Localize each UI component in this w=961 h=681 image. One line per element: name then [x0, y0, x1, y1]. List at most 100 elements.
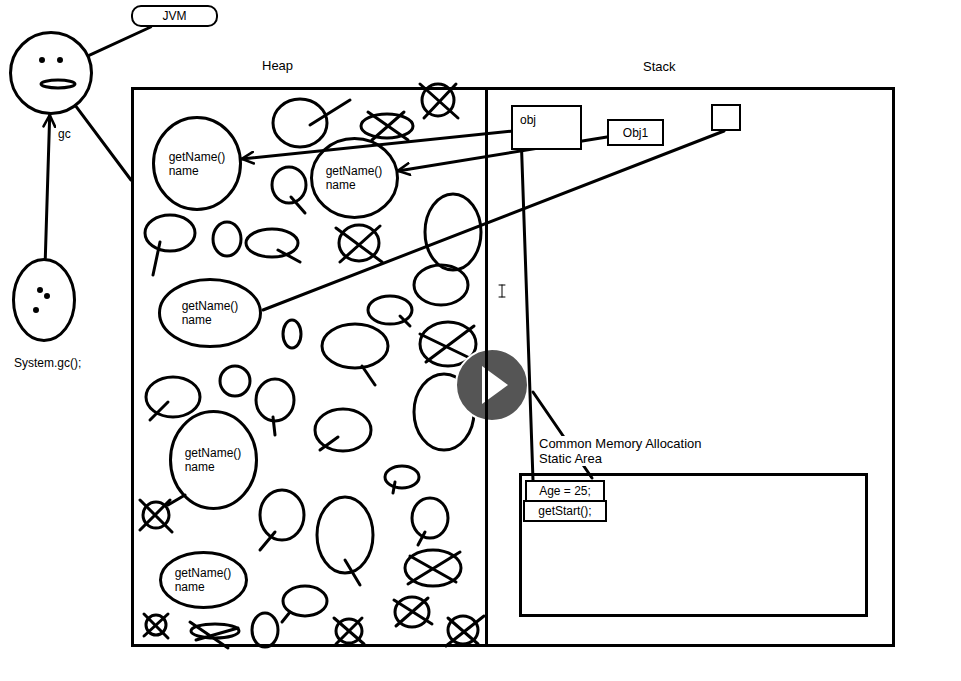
static-area: Common Memory Allocation Static AreaAge … [519, 473, 868, 617]
node-text: getName() [169, 150, 226, 164]
text-column: getStart(); [538, 504, 591, 518]
sketch-stroke [46, 295, 49, 298]
text-holder: getName()name [169, 410, 258, 510]
connector-line [89, 27, 151, 55]
reference-box: Obj1 [607, 119, 664, 146]
sketch-stroke [456, 349, 528, 421]
oval-outline [11, 33, 92, 114]
oval-outline [170, 412, 256, 509]
sketch-stroke [145, 215, 195, 251]
text-column: obj [520, 113, 536, 127]
node-text: getName() [175, 566, 232, 580]
sketch-stroke [150, 402, 168, 420]
sketch-stroke [273, 417, 275, 435]
sketch-stroke [368, 112, 408, 140]
node-text: Age = 25; [539, 484, 591, 498]
sketch-stroke [408, 552, 460, 584]
heap-object: getName()name [159, 551, 248, 609]
node-text: getName() [185, 446, 242, 460]
text-holder: Age = 25; [527, 482, 603, 500]
text-cursor [499, 285, 505, 297]
sketch-stroke [41, 80, 75, 88]
text-column: getName()name [326, 164, 383, 192]
sketch-stroke [425, 194, 481, 270]
reference-arrow [45, 115, 49, 258]
node-text: Obj1 [623, 126, 648, 140]
heap-object: getName()name [169, 410, 258, 510]
label-box: JVM [131, 5, 218, 27]
sketch-stroke [220, 366, 250, 396]
sketch-stroke [412, 498, 448, 538]
node-text: gc [58, 127, 71, 141]
sketch-stroke [414, 265, 468, 305]
sketch-stroke [400, 316, 410, 326]
node-text: name [175, 580, 232, 594]
node-text: getName() [326, 164, 383, 178]
text-column: getName()name [175, 566, 232, 594]
text-holder: getStart(); [525, 502, 605, 520]
region-heading: Stack [643, 59, 676, 74]
oval-outline [12, 258, 76, 342]
sketch-stroke [256, 379, 294, 421]
sketch-stroke [213, 222, 241, 256]
text-column: Obj1 [623, 126, 648, 140]
sketch-stroke [252, 613, 278, 647]
heap-object: getName()name [310, 137, 399, 219]
memory-region: StackobjObj1Common Memory Allocation Sta… [485, 87, 895, 647]
sketch-stroke [260, 490, 304, 540]
heap-object: getName()name [158, 278, 262, 348]
sketch-stroke [393, 482, 395, 493]
sketch-stroke [260, 532, 275, 550]
sketch-stroke [283, 320, 301, 348]
sketch-stroke [144, 614, 168, 638]
play-button [456, 349, 528, 421]
sketch-stroke [322, 324, 388, 368]
sketch-stroke [282, 612, 290, 622]
text-column: getName()name [182, 299, 239, 327]
node-text: name [326, 178, 383, 192]
text-holder: getName()name [152, 116, 242, 211]
text-column: Age = 25; [539, 484, 591, 498]
sketch-stroke [140, 495, 185, 532]
oval-outline [160, 280, 261, 347]
sketch-stroke [310, 100, 350, 125]
sketch-stroke [336, 226, 382, 262]
sketch-stroke [146, 377, 200, 417]
node-text: getName() [182, 299, 239, 313]
sketch-stroke [39, 289, 42, 292]
region-heading: Heap [262, 58, 293, 73]
oval-outline [14, 260, 75, 341]
sketch-stroke [320, 437, 338, 450]
sketch-stroke [291, 197, 305, 213]
text-column: JVM [163, 9, 187, 23]
node-text: name [169, 164, 226, 178]
gc-face: gc [9, 31, 93, 115]
sketch-stroke [273, 99, 327, 147]
node-text: name [185, 460, 242, 474]
oval-outline [9, 31, 93, 115]
node-text: Common Memory Allocation Static Area [539, 436, 719, 466]
sketch-stroke [345, 560, 360, 585]
sketch-stroke [59, 59, 62, 62]
memory-region: HeapgetName()namegetName()namegetName()n… [131, 87, 485, 647]
sketch-stroke [315, 409, 371, 451]
sketch-stroke [334, 618, 364, 644]
connector-line [522, 150, 533, 480]
text-holder: getName()name [159, 551, 248, 609]
text-holder: obj [513, 107, 580, 148]
node-text: name [182, 313, 239, 327]
sketch-stroke [418, 532, 425, 545]
connector-line [76, 107, 131, 180]
static-member: Age = 25; [525, 480, 605, 502]
caller-face [35, 289, 49, 312]
text-column: getName()name [185, 446, 242, 474]
reference-lines [263, 105, 740, 478]
sketch-stroke [446, 616, 484, 646]
sketch-stroke [362, 366, 375, 385]
oval-outline [154, 118, 241, 210]
node-text: getStart(); [538, 504, 591, 518]
node-text: System.gc(); [14, 356, 81, 370]
